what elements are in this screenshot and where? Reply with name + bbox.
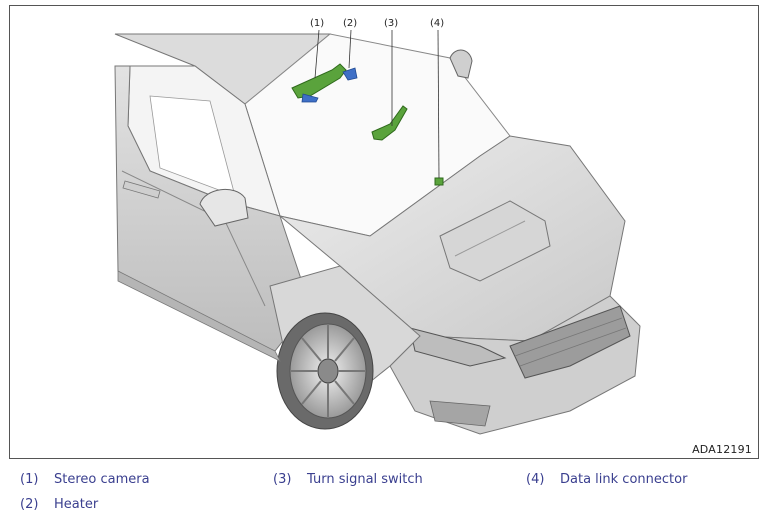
callout-4: (4) (430, 18, 444, 29)
heater-left (301, 93, 319, 103)
legend-item-stereo-camera: (1) Stereo camera (20, 472, 150, 487)
hood-scoop (439, 200, 551, 282)
data-link-connector (434, 177, 444, 186)
legend-number: (3) (273, 472, 292, 487)
stereo-camera (291, 63, 347, 99)
headlight (409, 327, 507, 367)
legend-item-turn-signal-switch: (3) Turn signal switch (273, 472, 423, 487)
legend-number: (2) (20, 497, 39, 512)
front-wheel (276, 312, 374, 430)
legend-item-heater: (2) Heater (20, 497, 98, 512)
legend-number: (4) (526, 472, 545, 487)
side-mirror (199, 188, 249, 227)
figure-frame: (1) (2) (3) (4) ADA12191 (9, 5, 759, 459)
legend-number: (1) (20, 472, 39, 487)
legend-text: Stereo camera (54, 472, 150, 487)
legend-text: Turn signal switch (307, 472, 423, 487)
legend-text: Data link connector (560, 472, 688, 487)
legend-item-data-link-connector: (4) Data link connector (526, 472, 687, 487)
vehicle-illustration: (1) (2) (3) (4) (114, 18, 641, 435)
callout-2: (2) (343, 18, 357, 29)
callout-1: (1) (310, 18, 324, 29)
grille (509, 305, 631, 379)
figure-id: ADA12191 (692, 443, 752, 456)
legend-text: Heater (54, 497, 99, 512)
callout-3: (3) (384, 18, 398, 29)
heater-right (342, 67, 358, 81)
